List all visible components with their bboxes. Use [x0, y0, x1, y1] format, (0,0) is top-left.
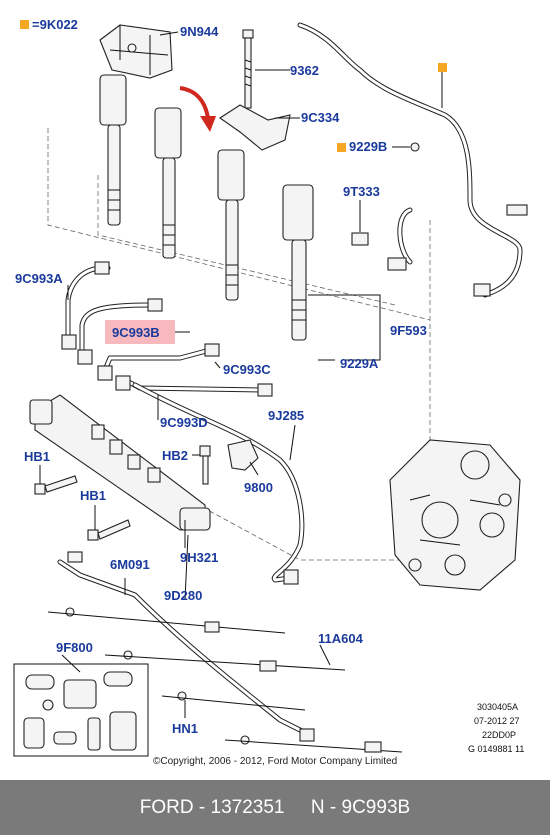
- footer-sep1: -: [193, 796, 211, 818]
- bolt-hb2: [199, 445, 211, 485]
- ref-code-2: 07-2012 27: [474, 716, 520, 726]
- legend-text: =9K022: [32, 17, 78, 32]
- kit-box-parts: [23, 671, 137, 751]
- ref-code-1: 3030405A: [477, 702, 518, 712]
- label-9t333: 9T333: [343, 184, 380, 199]
- seal-9229b: [410, 142, 420, 152]
- bolt-hb1-mid: [87, 519, 131, 541]
- label-hb2: HB2: [162, 448, 188, 463]
- leak-off-connector-3: [473, 283, 491, 297]
- footer-gap: [284, 797, 310, 819]
- label-9c993d: 9C993D: [160, 415, 208, 430]
- ref-code-3: 22DD0P: [482, 730, 516, 740]
- direction-arrow-icon: [179, 86, 210, 119]
- marker-9k022-top: [438, 63, 447, 72]
- label-9f800: 9F800: [56, 640, 93, 655]
- injector-2: [154, 107, 182, 259]
- label-9800: 9800: [244, 480, 273, 495]
- injector-bracket-9n944: [99, 24, 173, 79]
- legend-marker: [20, 20, 29, 29]
- label-hb1-top: HB1: [24, 449, 50, 464]
- footer-part-number: 1372351: [210, 796, 285, 818]
- fuel-rail-9d280: [29, 334, 211, 531]
- label-9c993c: 9C993C: [223, 362, 271, 377]
- bolt-9362: [242, 29, 254, 109]
- label-9n944: 9N944: [180, 24, 219, 39]
- footer-n-value: 9C993B: [341, 796, 411, 818]
- label-9j285: 9J285: [268, 408, 304, 423]
- label-11a604: 11A604: [318, 631, 364, 646]
- footer-n-label: N: [310, 796, 325, 818]
- label-9c993a: 9C993A: [15, 271, 63, 286]
- label-hb1-mid: HB1: [80, 488, 106, 503]
- glow-plug-1: [47, 607, 286, 634]
- fuel-pump: [389, 439, 521, 591]
- highlight-9c993b: [105, 320, 175, 344]
- footer-sep2: -: [324, 796, 342, 818]
- label-9229a: 9229A: [340, 356, 379, 371]
- label-9c334: 9C334: [301, 110, 340, 125]
- label-9f593: 9F593: [390, 323, 427, 338]
- bolt-hb1-top: [34, 475, 78, 495]
- kit-box-9f800: [13, 663, 149, 757]
- part-footer: FORD - 1372351 N - 9C993B: [0, 780, 550, 835]
- glow-plug-4: [224, 735, 403, 753]
- arrow-head-icon: [200, 116, 216, 132]
- label-9362: 9362: [290, 63, 319, 78]
- glow-plug-3: [161, 691, 306, 711]
- label-9c993b: 9C993B: [112, 325, 160, 340]
- label-9229b: 9229B: [349, 139, 387, 154]
- guide-left-inner: [97, 175, 396, 306]
- label-hn1: HN1: [172, 721, 198, 736]
- leak-off-connector-4: [506, 204, 528, 216]
- copyright-text: ©Copyright, 2006 - 2012, Ford Motor Comp…: [153, 756, 397, 767]
- parts-diagram: =9K022: [13, 17, 528, 767]
- guide-left-outer: [47, 128, 431, 321]
- injector-4: [282, 184, 314, 341]
- injector-1: [99, 74, 127, 226]
- footer-brand: FORD: [139, 796, 194, 818]
- ref-code-4: G 0149881 11: [468, 744, 524, 754]
- leak-off-pipe: [297, 22, 523, 298]
- glow-plug-2: [104, 650, 346, 672]
- label-9h321: 9H321: [180, 550, 218, 565]
- injector-3: [217, 149, 245, 301]
- clamp-9c334: [219, 104, 291, 151]
- label-9d280: 9D280: [164, 588, 202, 603]
- marker-9229b: [337, 143, 346, 152]
- leak-off-connector-1: [351, 232, 369, 246]
- leak-off-connector-2: [387, 257, 407, 271]
- label-6m091: 6M091: [110, 557, 150, 572]
